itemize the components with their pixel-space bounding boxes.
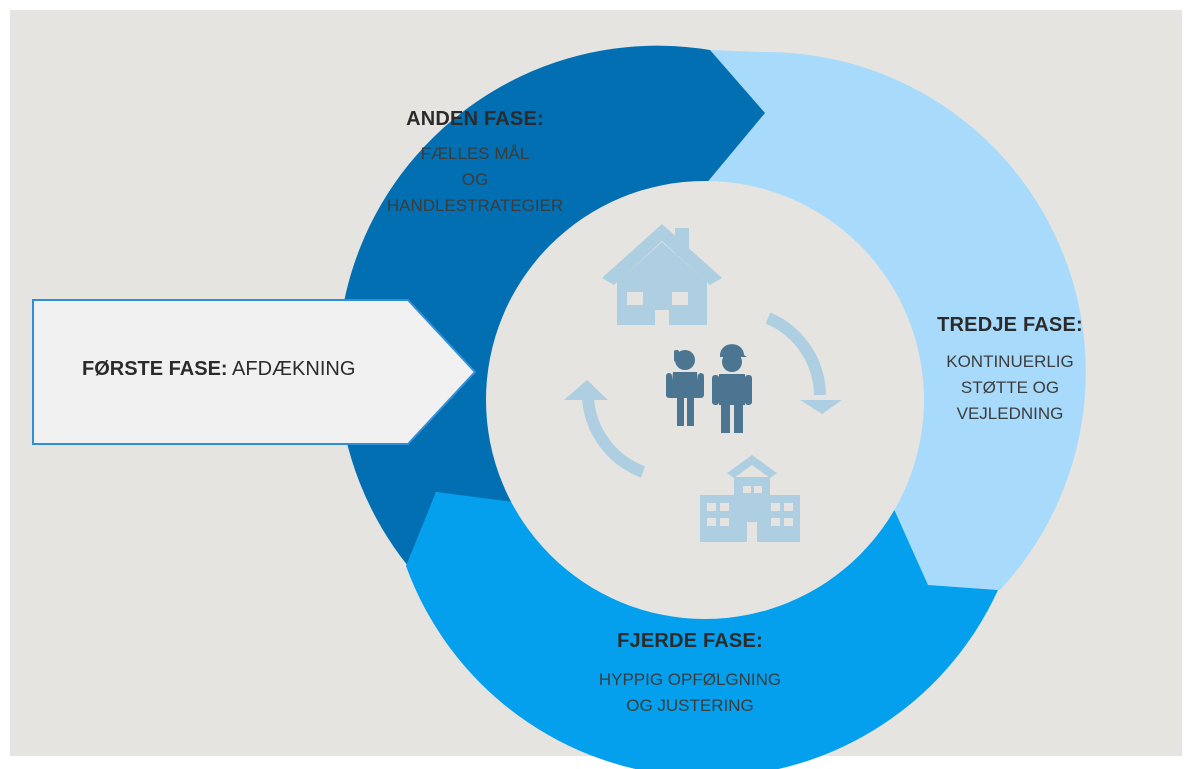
school-icon	[700, 455, 800, 542]
cycle-arrow-icon	[582, 312, 826, 478]
phase-3-text-line: KONTINUERLIG	[946, 352, 1074, 371]
cycle-arrowhead-icon	[564, 380, 842, 414]
phase-2-text-line: HANDLESTRATEGIER	[386, 196, 564, 215]
center-disc	[486, 181, 924, 619]
phase-2-segment	[337, 45, 765, 567]
phase-4-text-line: HYPPIG OPFØLGNING	[598, 670, 782, 689]
phase-4-text-line: OG JUSTERING	[626, 696, 754, 715]
phase-3-label: TREDJE FASE: KONTINUERLIG STØTTE OG VEJL…	[895, 314, 1125, 427]
phase-2-text-line: OG	[461, 170, 489, 189]
phase-3-title: TREDJE FASE:	[937, 314, 1083, 336]
phase-3-text-line: STØTTE OG	[960, 378, 1060, 397]
phase-2-title: ANDEN FASE:	[406, 108, 544, 130]
family-icon	[666, 344, 752, 433]
phase-1-title: FØRSTE FASE:	[82, 358, 228, 380]
phase-1-text: AFDÆKNING	[232, 358, 356, 380]
phase-3-text-line: VEJLEDNING	[956, 404, 1064, 423]
phase-4-label: FJERDE FASE: HYPPIG OPFØLGNING OG JUSTER…	[555, 630, 825, 719]
phase-2-label: ANDEN FASE: FÆLLES MÅL OG HANDLESTRATEGI…	[330, 108, 620, 219]
phase-4-title: FJERDE FASE:	[617, 630, 763, 652]
phase-1-arrow	[32, 299, 477, 445]
phase-2-text-line: FÆLLES MÅL	[420, 144, 530, 163]
house-icon	[602, 224, 722, 325]
phase-1-label: FØRSTE FASE: AFDÆKNING	[36, 358, 436, 381]
